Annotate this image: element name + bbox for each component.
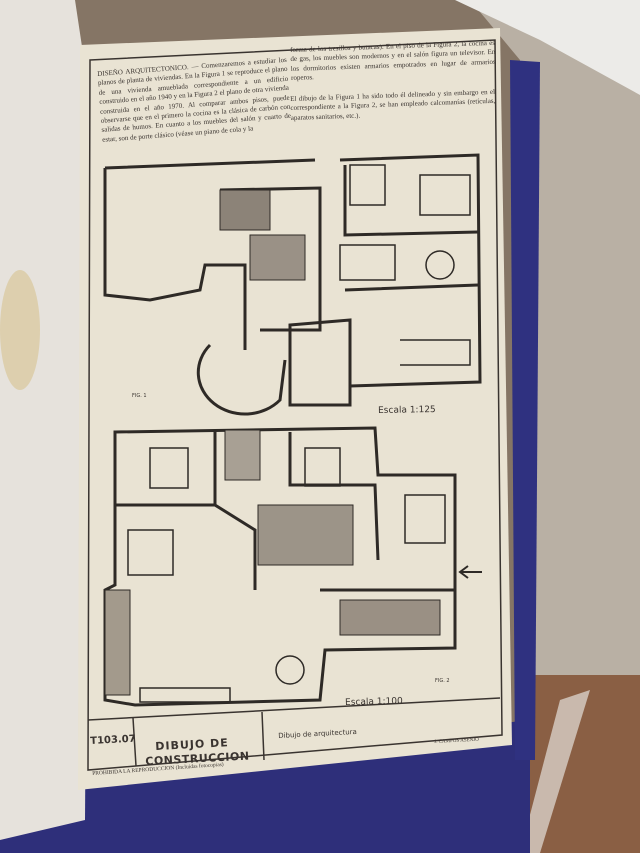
fig2-label: FIG. 2: [435, 678, 450, 684]
fig1-label: FIG. 1: [132, 393, 147, 399]
stain: [0, 270, 40, 390]
footer-code: T103.07: [90, 733, 136, 747]
left-page: [0, 0, 90, 840]
floor-plan-fig1: [103, 153, 482, 416]
pen: [520, 690, 590, 853]
footer-grid: [87, 697, 501, 767]
book-cover-edge: [510, 60, 540, 760]
floor-plan-fig2: [103, 426, 457, 707]
fig1-scale: Escala 1:125: [378, 404, 436, 416]
book-page: [78, 28, 512, 790]
page-frame: [87, 39, 503, 771]
paper-sheet-right: [470, 0, 640, 680]
fig2-scale: Escala 1:100: [345, 696, 403, 708]
entrance-arrow-icon: [458, 565, 482, 579]
text-column-left: DISEÑO ARQUITECTONICO. — Comenzaremos a …: [97, 55, 292, 144]
white-sheet-corner: [455, 0, 640, 95]
text-column-right-paragraph-1: forma de los tresillos y butacas). En el…: [290, 38, 496, 83]
